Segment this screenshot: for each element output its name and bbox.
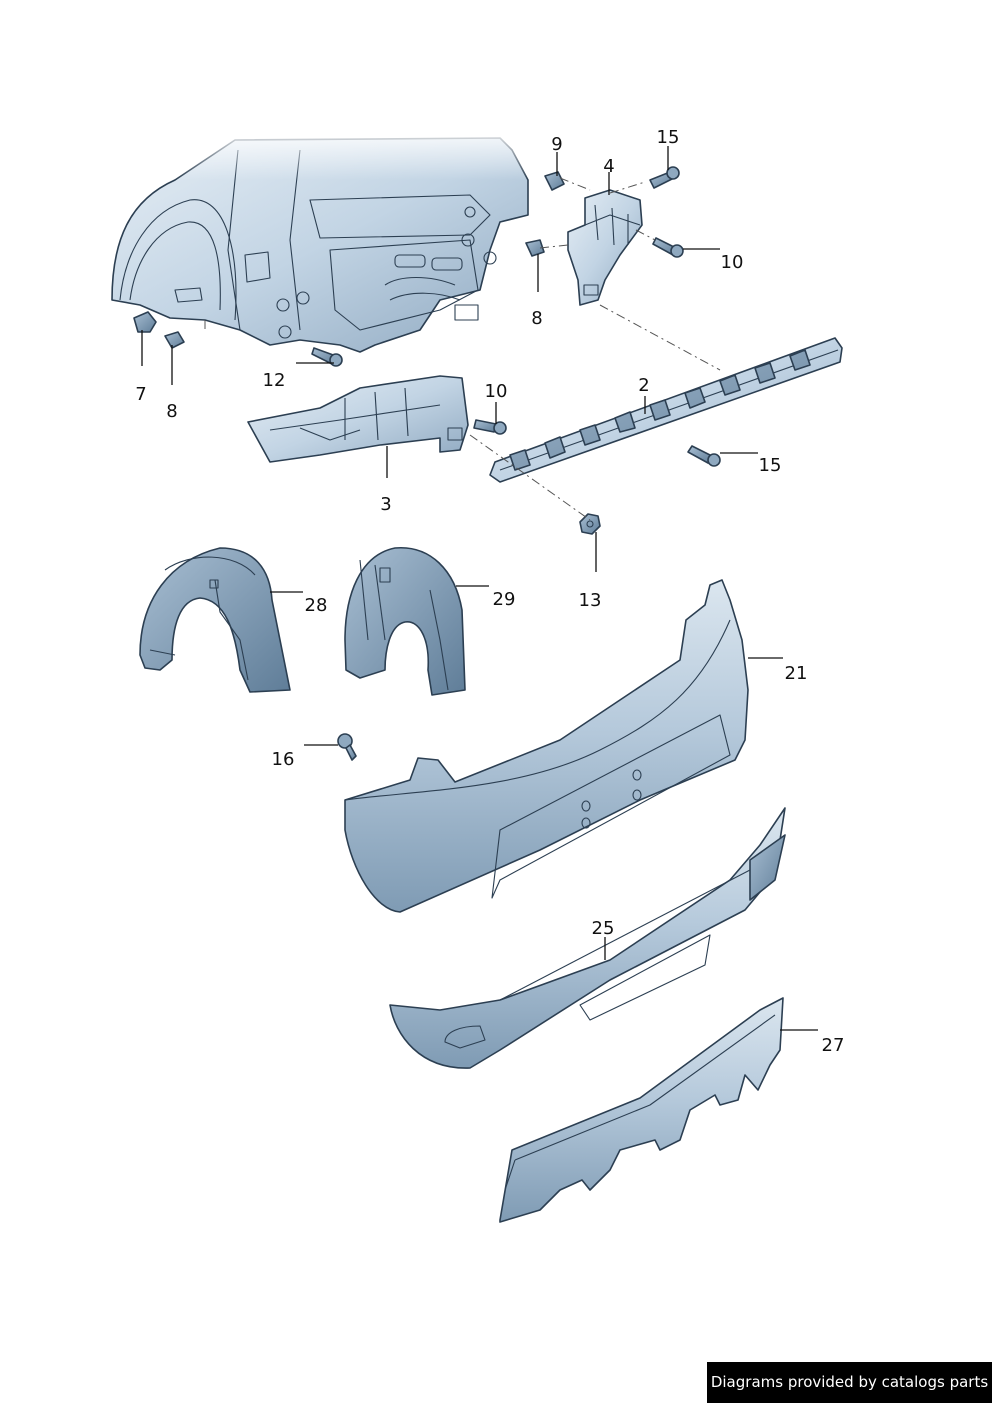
- clip-8-left: [164, 331, 185, 349]
- callout-15-mid: 15: [759, 455, 782, 476]
- bracket-4: [567, 189, 643, 306]
- callout-10-mid: 10: [485, 381, 508, 402]
- callout-labels: 9 15 4 10 8 7 8 12 10 2 15 3 13 28 29 21…: [135, 127, 844, 1056]
- bracket-3: [247, 375, 469, 463]
- clip-8-right: [525, 239, 545, 257]
- callout-8-right: 8: [531, 308, 542, 329]
- callout-16: 16: [272, 749, 295, 770]
- assembly-lines: [204, 177, 721, 521]
- leader-lines: [141, 146, 818, 1031]
- lower-panel-25: [389, 807, 786, 1069]
- callout-13: 13: [579, 590, 602, 611]
- callout-4: 4: [603, 156, 614, 177]
- screw-15-top: [649, 166, 680, 189]
- callout-27: 27: [822, 1035, 845, 1056]
- credit-banner: Diagrams provided by catalogs parts: [707, 1362, 992, 1403]
- screw-10-mid: [473, 419, 507, 435]
- wheel-arch-liner-29: [344, 547, 466, 696]
- callout-12: 12: [263, 370, 286, 391]
- diffuser-27: [499, 997, 784, 1223]
- callout-3: 3: [380, 494, 391, 515]
- callout-21: 21: [785, 663, 808, 684]
- callout-2: 2: [638, 375, 649, 396]
- screw-10-top: [652, 237, 684, 258]
- nut-13: [579, 513, 601, 535]
- clip-7: [133, 311, 157, 333]
- callout-10-top: 10: [721, 252, 744, 273]
- callout-8-left: 8: [166, 401, 177, 422]
- screw-15-mid: [687, 445, 721, 467]
- callout-15-top: 15: [657, 127, 680, 148]
- callout-29: 29: [493, 589, 516, 610]
- screw-16: [337, 733, 357, 761]
- wheel-arch-liner-28: [139, 547, 291, 693]
- bumper-cover-21: [344, 579, 749, 913]
- vehicle-body-rear-section: [100, 125, 540, 353]
- callout-25: 25: [592, 918, 615, 939]
- callout-28: 28: [305, 595, 328, 616]
- callout-7: 7: [135, 384, 146, 405]
- clip-9: [544, 171, 565, 191]
- carrier-rail-2: [489, 337, 843, 483]
- callout-9: 9: [551, 134, 562, 155]
